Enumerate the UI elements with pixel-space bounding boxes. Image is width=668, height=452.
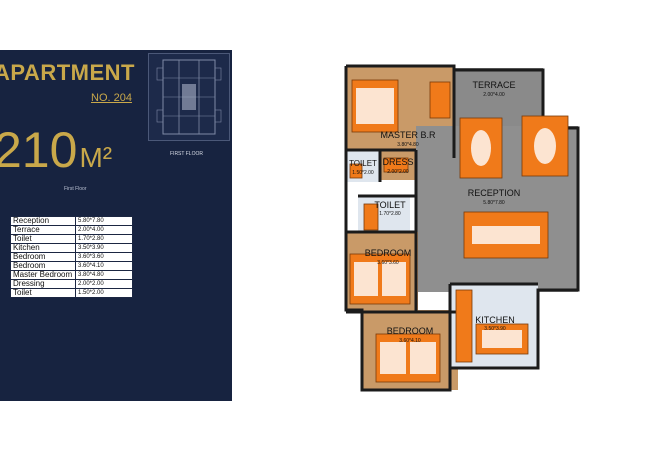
room-name: Toilet: [10, 288, 76, 298]
thumbnail-caption: FIRST FLOOR: [170, 151, 203, 157]
master-bedroom-size: 3.80*4.80: [397, 142, 419, 148]
bedroom-1-size: 3.60*3.60: [377, 260, 399, 266]
apartment-area: 210M²: [0, 122, 112, 178]
area-unit: M²: [79, 142, 113, 173]
bedroom-2-label: BEDROOM: [387, 326, 434, 336]
dress-size: 2.00*2.00: [387, 169, 409, 175]
room-size: 3.60*4.10: [75, 261, 133, 271]
toilet-1-label: TOILET: [349, 159, 377, 168]
toilet-1-size: 1.50*2.00: [352, 170, 374, 176]
toilet-2-label: TOILET: [374, 200, 406, 210]
room-size: 3.80*4.80: [75, 270, 133, 280]
master-bedroom-label: MASTER B.R: [380, 130, 436, 140]
bedroom-1-label: BEDROOM: [365, 248, 412, 258]
room-size: 2.00*4.00: [75, 225, 133, 235]
area-value: 210: [0, 122, 78, 178]
info-panel: APARTMENT NO. 204 210M² First Floor FIRS…: [0, 50, 232, 401]
wardrobe: [429, 81, 451, 119]
floor-caption: First Floor: [64, 186, 87, 192]
reception-size: 5.80*7.80: [483, 200, 505, 206]
bedroom-2-size: 3.60*4.10: [399, 338, 421, 344]
kitchen-counter: [455, 289, 473, 363]
toilet-1-fixture: [349, 163, 363, 179]
walls: [344, 64, 580, 392]
kitchen-label: KITCHEN: [475, 315, 515, 325]
floor-thumbnail-drawing: [156, 59, 222, 135]
room-size: 3.60*3.60: [75, 252, 133, 262]
room-size: 5.80*7.80: [75, 216, 133, 226]
reception-label: RECEPTION: [468, 188, 521, 198]
kitchen-size: 3.50*3.90: [484, 326, 506, 332]
room-size: 1.70*2.80: [75, 234, 133, 244]
plan-labels: TERRACE 2.00*4.00 MASTER B.R 3.80*4.80 T…: [349, 80, 520, 344]
floor-plan: TERRACE 2.00*4.00 MASTER B.R 3.80*4.80 T…: [344, 64, 580, 392]
floor-thumbnail: [148, 53, 230, 141]
room-size: 2.00*2.00: [75, 279, 133, 289]
dress-label: DRESS: [382, 157, 413, 167]
terrace-size: 2.00*4.00: [483, 92, 505, 98]
toilet-2-bathtub: [363, 203, 379, 231]
dress-cabinet: [383, 157, 409, 173]
apartment-title: APARTMENT: [0, 60, 135, 85]
room-size: 3.50*3.90: [75, 243, 133, 253]
apartment-number: NO. 204: [91, 92, 132, 104]
furniture-details: [354, 88, 556, 374]
toilet-2-size: 1.70*2.80: [379, 211, 401, 217]
terrace-label: TERRACE: [472, 80, 515, 90]
room-size: 1.50*2.00: [75, 288, 133, 298]
